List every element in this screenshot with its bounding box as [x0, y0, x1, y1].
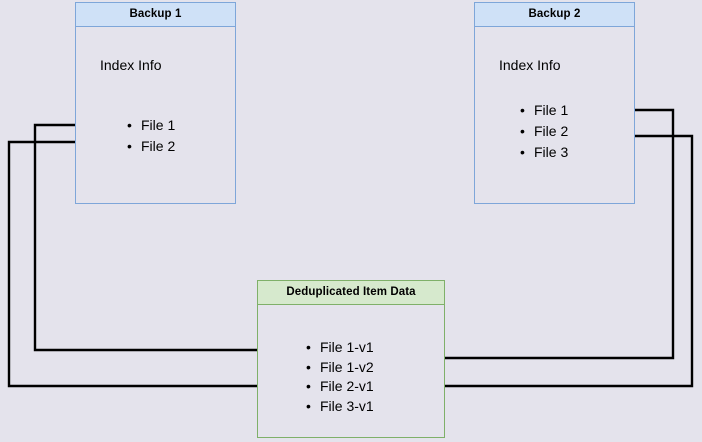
backup-1-index-info-label: Index Info: [100, 57, 162, 73]
list-item: File 3: [520, 142, 568, 163]
backup-2-index-info-label: Index Info: [499, 57, 561, 73]
list-item: File 2: [127, 136, 175, 157]
backup-2-file-list: File 1 File 2 File 3: [520, 100, 568, 163]
backup-1-box: Backup 1 Index Info File 1 File 2: [75, 2, 236, 204]
deduplicated-item-data-header: Deduplicated Item Data: [258, 281, 444, 305]
list-item: File 1: [520, 100, 568, 121]
backup-1-body: Index Info File 1 File 2: [76, 27, 235, 204]
list-item: File 3-v1: [306, 397, 374, 417]
deduplicated-item-data-box: Deduplicated Item Data File 1-v1 File 1-…: [257, 280, 445, 438]
backup-2-body: Index Info File 1 File 2 File 3: [475, 27, 634, 204]
list-item: File 1-v2: [306, 358, 374, 378]
backup-1-header: Backup 1: [76, 3, 235, 27]
deduplicated-item-data-body: File 1-v1 File 1-v2 File 2-v1 File 3-v1: [258, 305, 444, 438]
list-item: File 2: [520, 121, 568, 142]
backup-2-box: Backup 2 Index Info File 1 File 2 File 3: [474, 2, 635, 204]
list-item: File 1: [127, 115, 175, 136]
backup-1-file-list: File 1 File 2: [127, 115, 175, 157]
list-item: File 1-v1: [306, 338, 374, 358]
list-item: File 2-v1: [306, 377, 374, 397]
deduplicated-item-list: File 1-v1 File 1-v2 File 2-v1 File 3-v1: [306, 338, 374, 416]
backup-2-header: Backup 2: [475, 3, 634, 27]
